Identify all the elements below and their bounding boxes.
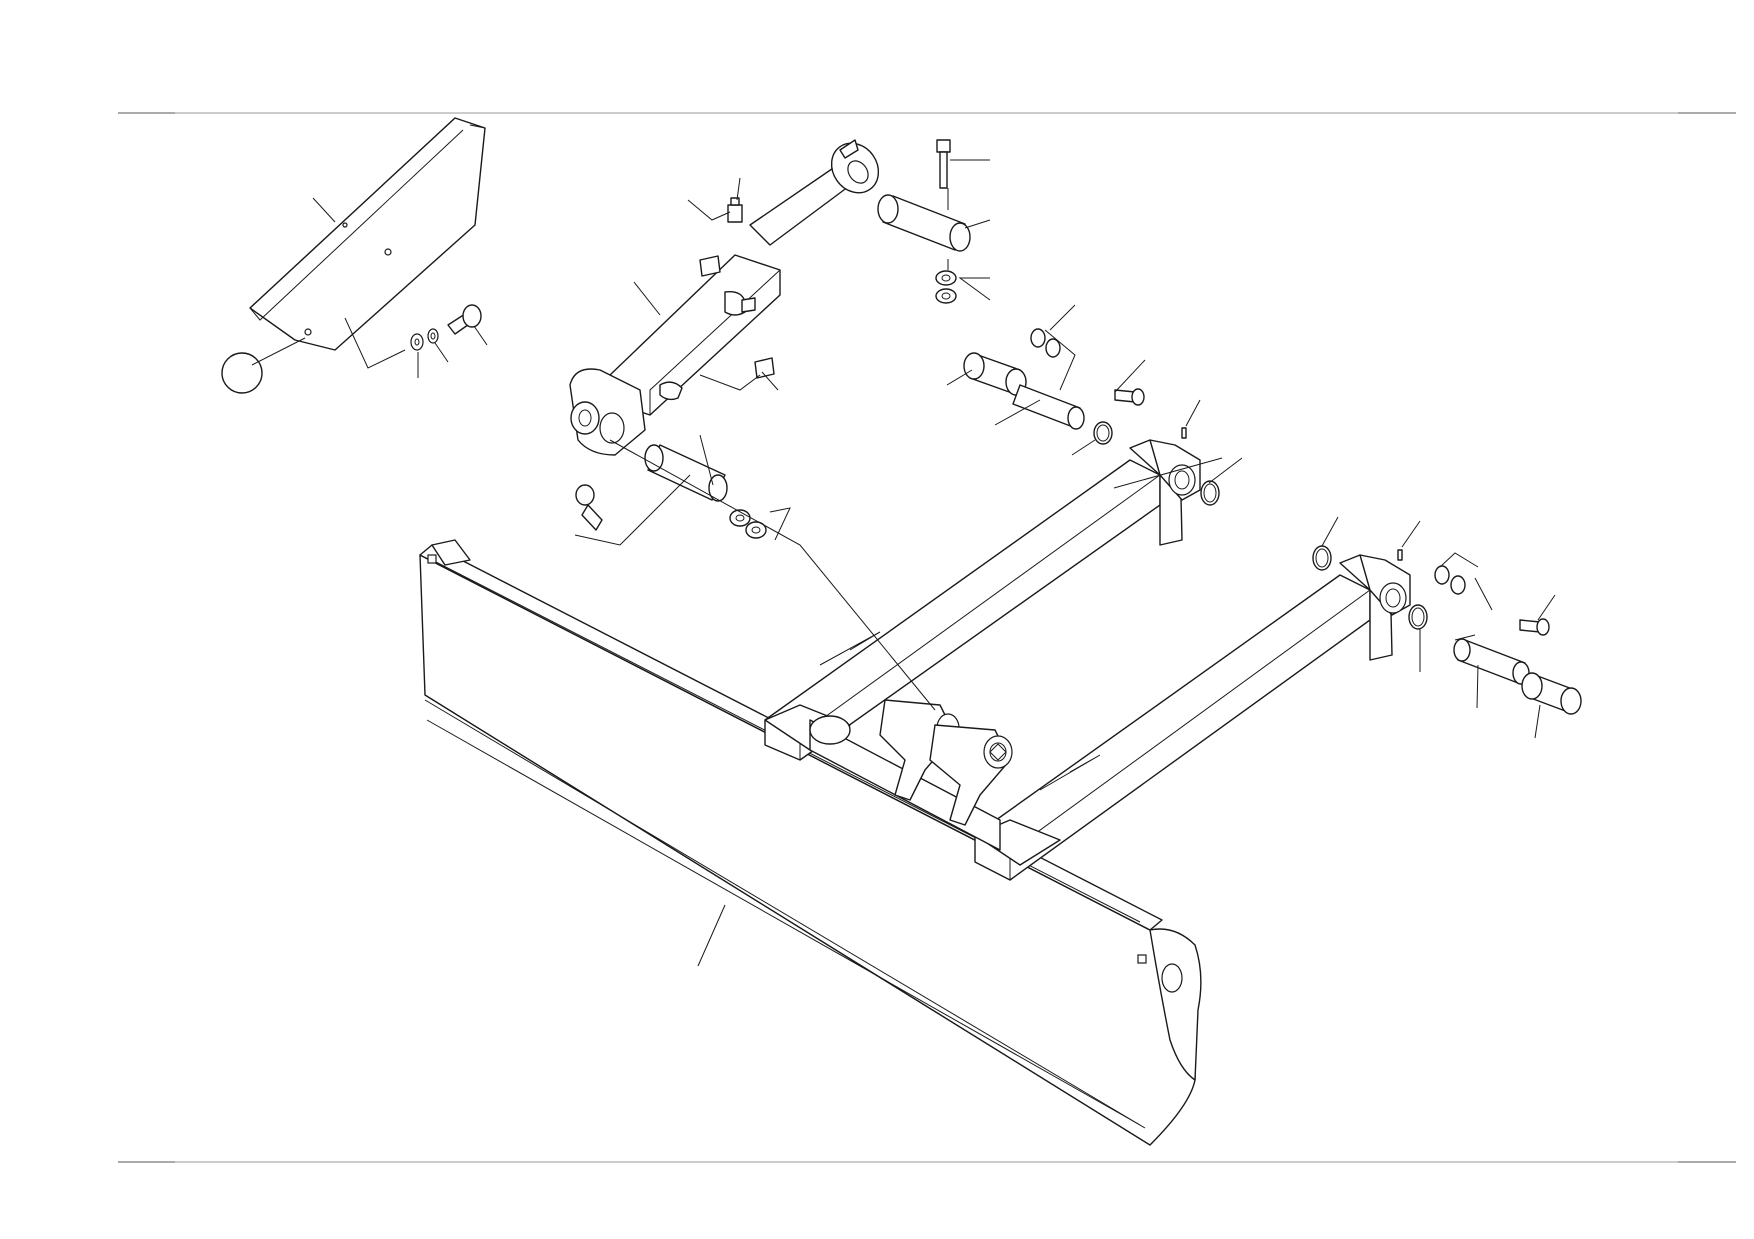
grease-fitting-left [1181, 427, 1187, 439]
bushing-left [963, 352, 1027, 396]
pin-right-arm [1453, 638, 1530, 685]
right-push-arm [974, 554, 1411, 881]
bolt-left-arm [1114, 388, 1145, 406]
pin-lower [644, 444, 728, 502]
cylinder-fittings [699, 255, 775, 379]
o-rings-left [1093, 421, 1220, 506]
washer-pair-right [1434, 565, 1466, 595]
guard-fasteners [410, 304, 482, 351]
o-rings-right [1312, 545, 1428, 630]
bolt-right-arm [1519, 618, 1550, 636]
callout-bubble [221, 352, 263, 394]
nut-pair-upper [935, 270, 957, 304]
bushing-right [1521, 672, 1582, 715]
bolt-lower [575, 484, 603, 531]
leader-lines [251, 159, 1556, 967]
washer-pair-left [1030, 328, 1061, 358]
nut-pair-lower [729, 509, 767, 539]
left-push-arm [764, 439, 1201, 761]
sheet-frame [118, 112, 1736, 1163]
grease-fitting-cylinder [727, 197, 743, 223]
bolt-upper [936, 139, 951, 189]
pin-left-arm [1012, 384, 1085, 430]
dozer-blade [419, 539, 1202, 1146]
hydraulic-cylinder [569, 139, 880, 456]
cross-tube-with-mount [809, 699, 1013, 851]
cylinder-guard-plate [249, 117, 486, 351]
pin-upper [877, 194, 971, 252]
grease-fitting-right [1397, 549, 1403, 561]
